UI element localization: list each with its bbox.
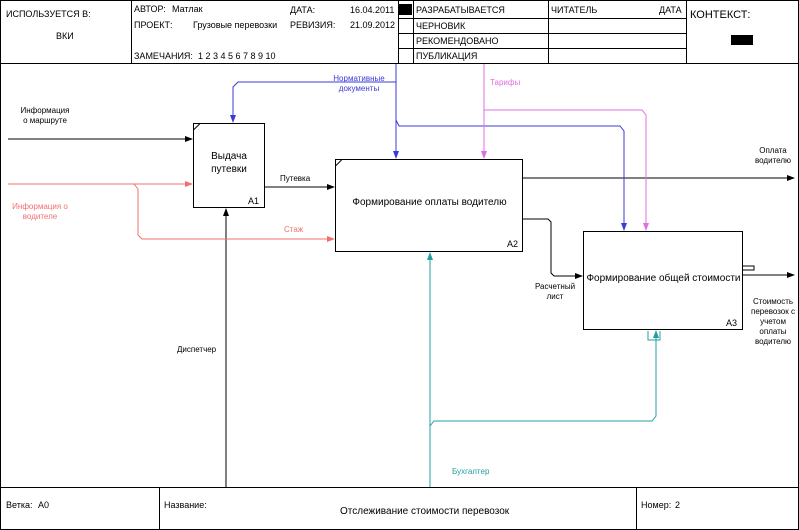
status-developing: РАЗРАБАТЫВАЕТСЯ [416, 5, 505, 15]
box-a3-number: A3 [726, 318, 738, 328]
label-accountant: Бухгалтер [452, 467, 490, 476]
status-recommended: РЕКОМЕНДОВАНО [416, 36, 499, 46]
activity-box-a1 [193, 123, 265, 208]
label-driver-info-line1: Информация о [12, 202, 68, 211]
author-label: АВТОР: [134, 4, 166, 14]
notes-label: ЗАМЕЧАНИЯ: [134, 51, 193, 61]
label-driver-pay-line2: водителю [755, 156, 791, 165]
diagram-title: Отслеживание стоимости перевозок [340, 506, 510, 517]
activity-box-a3 [583, 231, 743, 330]
label-route-info-line1: Информация [20, 106, 70, 115]
date-label: ДАТА: [290, 5, 316, 15]
node-value: A0 [38, 500, 50, 510]
revision-label: РЕВИЗИЯ: [290, 20, 336, 30]
label-driver-pay-line1: Оплата [759, 146, 787, 155]
label-tariffs: Тарифы [490, 78, 521, 87]
number-value: 2 [675, 500, 681, 510]
context-label: КОНТЕКСТ: [690, 9, 751, 21]
reader-date-label: ДАТА [659, 5, 682, 15]
label-norm-docs-line2: документы [338, 84, 380, 93]
label-route-info: Информация о маршруте [14, 106, 76, 126]
arrow-experience [133, 183, 335, 242]
box-a3-title: Формирование общей стоимости [586, 273, 741, 284]
status-marker [399, 4, 412, 15]
project-value: Грузовые перевозки [193, 20, 278, 30]
label-experience: Стаж [284, 225, 304, 234]
reader-label: ЧИТАТЕЛЬ [551, 5, 598, 15]
notes-value: 1 2 3 4 5 6 7 8 9 10 [198, 51, 276, 61]
label-total-cost-line5: водителю [755, 337, 791, 346]
label-pay-sheet-line1: Расчетный [534, 282, 576, 291]
arrow-accountant-a3 [429, 330, 659, 427]
label-total-cost-line4: оплаты [759, 327, 787, 336]
label-pay-sheet-line2: лист [546, 292, 564, 301]
used-in-label: ИСПОЛЬЗУЕТСЯ В: [6, 9, 91, 19]
label-driver-info: Информация о водителе [6, 202, 74, 222]
box-a1-title-line1: Выдача [211, 151, 247, 162]
label-norm-docs-line1: Нормативные [333, 74, 385, 83]
box-a2-number: A2 [507, 239, 519, 249]
title-label: Название: [164, 500, 207, 510]
arrow-norm-docs-a3 [395, 119, 627, 231]
status-publication: ПУБЛИКАЦИЯ [416, 51, 478, 61]
number-label: Номер: [641, 500, 672, 510]
status-draft: ЧЕРНОВИК [416, 21, 466, 31]
box-a1-number: A1 [248, 196, 260, 206]
context-marker [731, 35, 753, 45]
label-driver-info-line2: водителе [22, 212, 58, 221]
label-norm-docs: Нормативные документы [324, 74, 394, 94]
box-a1-title-line2: путевки [211, 164, 247, 175]
arrow-norm-docs-a1 [230, 64, 397, 123]
label-driver-pay: Оплата водителю [750, 146, 796, 166]
arrow-pay-sheet [523, 218, 583, 279]
revision-value: 21.09.2012 [350, 20, 396, 30]
box-a2-title: Формирование оплаты водителю [352, 197, 507, 208]
label-total-cost-line2: перевозок с [751, 307, 795, 316]
used-in-value: ВКИ [56, 31, 74, 41]
node-label: Ветка: [6, 500, 33, 510]
activity-box-a2 [335, 159, 523, 252]
label-pay-sheet: Расчетный лист [530, 282, 580, 302]
label-route-info-line2: о маршруте [23, 116, 67, 125]
box-a1-title: Выдача путевки [193, 150, 265, 176]
arrow-tariffs-a3 [484, 109, 649, 231]
label-total-cost: Стоимость перевозок с учетом оплаты води… [748, 297, 798, 347]
label-dispatcher: Диспетчер [177, 345, 217, 354]
label-total-cost-line3: учетом [760, 317, 786, 326]
date-value: 16.04.2011 [350, 5, 395, 15]
project-label: ПРОЕКТ: [134, 20, 173, 30]
label-total-cost-line1: Стоимость [752, 297, 794, 306]
label-waybill: Путевка [280, 174, 311, 183]
author-value: Матлак [172, 4, 203, 14]
